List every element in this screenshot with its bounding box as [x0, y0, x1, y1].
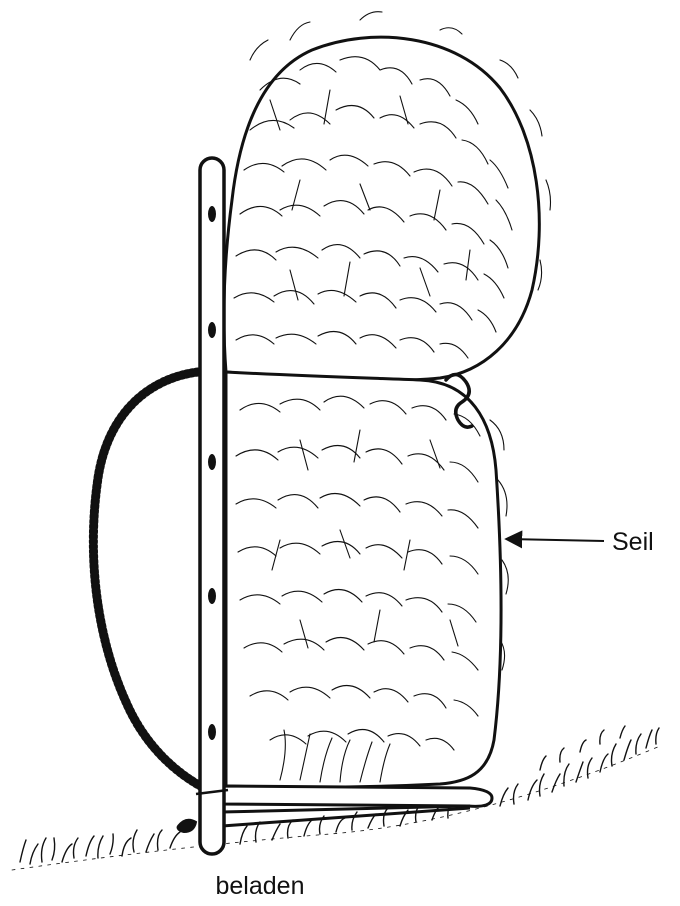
rack-support-strut [220, 786, 492, 826]
rope-pointer-arrow [506, 539, 604, 541]
upper-hay-bundle [224, 12, 551, 381]
rack-post [178, 158, 228, 854]
rope-label: Seil [612, 528, 654, 557]
lower-hay-bundle [226, 372, 508, 787]
caption-loaded: beladen [0, 872, 520, 901]
